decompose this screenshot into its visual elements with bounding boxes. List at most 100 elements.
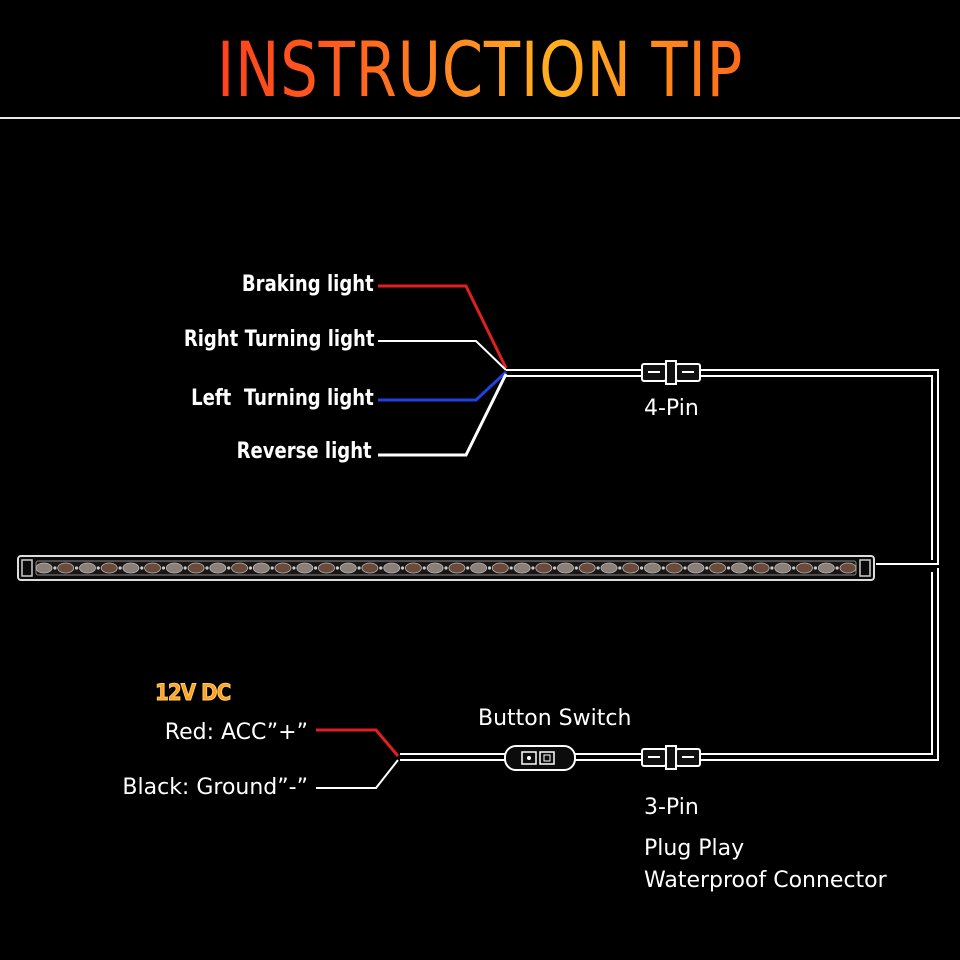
led-separator xyxy=(161,566,166,570)
voltage-badge: 12V DC xyxy=(155,681,232,707)
four-pin-connector xyxy=(641,360,701,385)
led-separator xyxy=(509,566,513,570)
button-switch xyxy=(504,745,576,771)
label-black-ground: Black: Ground”-” xyxy=(122,775,308,800)
led xyxy=(665,562,683,574)
wire-braking xyxy=(378,284,508,369)
led-separator xyxy=(792,566,796,570)
wire-black-ground xyxy=(316,759,399,789)
led xyxy=(231,562,249,574)
label-waterproof-connector: Waterproof Connector xyxy=(644,868,887,893)
wire-reverse xyxy=(378,373,508,457)
label-4-pin: 4-Pin xyxy=(644,396,699,421)
led-row xyxy=(35,562,857,574)
led-separator xyxy=(205,566,209,570)
led xyxy=(731,562,748,574)
led-separator xyxy=(596,566,600,570)
led-separator xyxy=(444,566,448,570)
label-braking-light: Braking light xyxy=(242,272,374,297)
wire-left-turn xyxy=(378,370,508,402)
led xyxy=(187,562,205,574)
led xyxy=(448,562,466,574)
led xyxy=(709,562,726,574)
led xyxy=(274,562,292,574)
led xyxy=(600,562,618,574)
led xyxy=(79,562,96,574)
label-3-pin: 3-Pin xyxy=(644,795,699,820)
led xyxy=(383,562,401,574)
label-plug-play: Plug Play xyxy=(644,836,745,861)
input-wires xyxy=(378,284,508,457)
led xyxy=(404,562,422,574)
led-separator xyxy=(422,566,426,570)
led-separator xyxy=(683,566,687,570)
led-separator xyxy=(379,566,383,570)
led-separator xyxy=(813,566,818,570)
power-wires xyxy=(316,728,400,789)
led-separator xyxy=(400,566,405,570)
led-separator xyxy=(835,566,839,570)
led-separator xyxy=(618,566,622,570)
led-separator xyxy=(183,566,187,570)
label-red-acc: Red: ACC”+” xyxy=(164,720,308,745)
led-separator xyxy=(640,566,644,570)
led-separator xyxy=(574,566,579,570)
led xyxy=(817,562,835,574)
led xyxy=(144,562,162,574)
led xyxy=(426,562,444,574)
led xyxy=(122,562,140,574)
led xyxy=(839,562,857,574)
led xyxy=(339,562,357,574)
label-left-turning-light: Left Turning light xyxy=(191,386,374,411)
label-reverse-light: Reverse light xyxy=(236,439,372,464)
led-separator xyxy=(661,566,665,570)
led xyxy=(687,562,705,574)
led-separator xyxy=(96,566,100,570)
led-separator xyxy=(53,566,57,570)
led xyxy=(361,562,379,574)
led-separator xyxy=(487,566,492,570)
title-divider xyxy=(0,117,960,119)
led xyxy=(318,562,335,574)
led-separator xyxy=(118,566,122,570)
led-separator xyxy=(531,566,535,570)
led xyxy=(35,562,53,574)
led xyxy=(209,562,227,574)
led-separator xyxy=(75,566,79,570)
led xyxy=(578,562,596,574)
led-separator xyxy=(726,566,731,570)
led xyxy=(513,562,531,574)
label-button-switch: Button Switch xyxy=(478,706,632,731)
led xyxy=(252,562,270,574)
led xyxy=(57,562,75,574)
led xyxy=(774,562,792,574)
label-right-turning-light: Right Turning light xyxy=(183,327,374,352)
three-pin-harness xyxy=(575,568,939,761)
led xyxy=(622,562,640,574)
led xyxy=(100,562,118,574)
led xyxy=(535,562,553,574)
led xyxy=(752,562,770,574)
led-separator xyxy=(748,566,752,570)
led-separator xyxy=(270,566,274,570)
led-separator xyxy=(248,566,252,570)
led-separator xyxy=(705,566,709,570)
led-separator xyxy=(314,566,318,570)
led xyxy=(796,562,813,574)
led-separator xyxy=(466,566,470,570)
wire-red-acc xyxy=(316,728,400,757)
led-separator xyxy=(770,566,774,570)
led xyxy=(296,562,314,574)
led-separator xyxy=(553,566,557,570)
led-separator xyxy=(227,566,231,570)
page-title: INSTRUCTION TIP xyxy=(106,22,855,118)
four-pin-harness xyxy=(506,369,939,565)
switch-harness xyxy=(400,753,505,761)
led-separator xyxy=(140,566,144,570)
led xyxy=(491,562,509,574)
led xyxy=(470,562,488,574)
led-separator xyxy=(357,566,361,570)
led xyxy=(165,562,183,574)
three-pin-connector xyxy=(641,745,701,770)
